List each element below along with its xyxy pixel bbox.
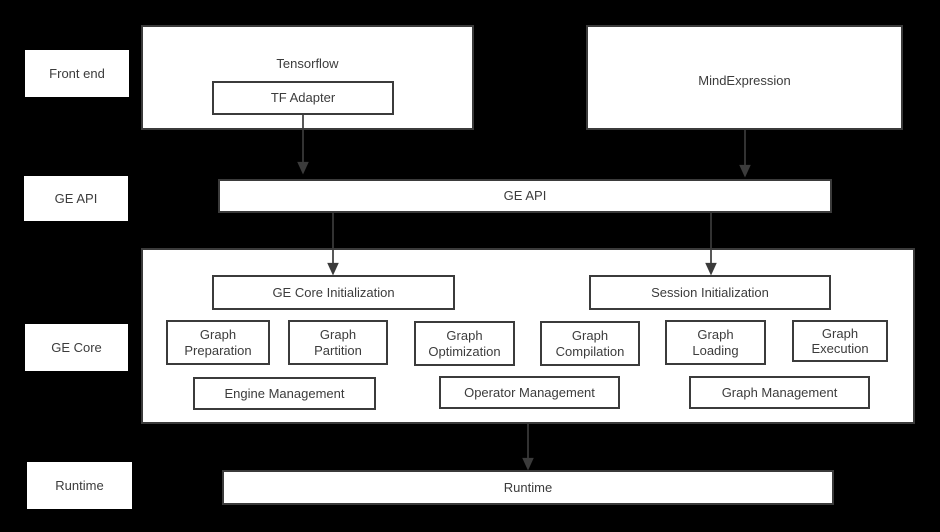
operator-management-box[interactable]: Operator Management — [439, 376, 620, 409]
runtime-bar[interactable]: Runtime — [222, 470, 834, 505]
graph-compilation-box[interactable]: Graph Compilation — [540, 321, 640, 366]
ge-core-initialization-box[interactable]: GE Core Initialization — [212, 275, 455, 310]
ge-core-initialization-label: GE Core Initialization — [272, 284, 395, 300]
tier-label-ge-api: GE API — [24, 176, 128, 221]
graph-optimization-label: Graph Optimization — [428, 328, 501, 359]
graph-partition-box[interactable]: Graph Partition — [288, 320, 388, 365]
graph-management-box[interactable]: Graph Management — [689, 376, 870, 409]
session-initialization-label: Session Initialization — [651, 284, 769, 300]
engine-management-box[interactable]: Engine Management — [193, 377, 376, 410]
graph-preparation-label: Graph Preparation — [184, 327, 252, 358]
tf-adapter-label: TF Adapter — [270, 90, 336, 106]
tensorflow-panel-title: Tensorflow — [276, 56, 339, 71]
graph-optimization-box[interactable]: Graph Optimization — [414, 321, 515, 366]
mindexpression-panel: MindExpression — [586, 25, 903, 130]
ge-api-bar-label: GE API — [503, 188, 547, 204]
session-initialization-box[interactable]: Session Initialization — [589, 275, 831, 310]
graph-partition-label: Graph Partition — [314, 327, 362, 358]
tier-label-ge-core-text: GE Core — [51, 340, 102, 355]
tf-adapter-box[interactable]: TF Adapter — [212, 81, 394, 115]
graph-execution-box[interactable]: Graph Execution — [792, 320, 888, 362]
tier-label-front-end: Front end — [25, 50, 129, 97]
tier-label-front-end-text: Front end — [49, 66, 105, 81]
engine-management-label: Engine Management — [224, 385, 345, 401]
tier-label-ge-core: GE Core — [25, 324, 128, 371]
graph-preparation-box[interactable]: Graph Preparation — [166, 320, 270, 365]
mindexpression-panel-title: MindExpression — [698, 73, 791, 88]
tier-label-ge-api-text: GE API — [54, 191, 98, 206]
runtime-bar-label: Runtime — [503, 479, 553, 495]
graph-compilation-label: Graph Compilation — [555, 328, 625, 359]
tier-label-runtime-text: Runtime — [55, 478, 104, 493]
ge-api-bar[interactable]: GE API — [218, 179, 832, 213]
operator-management-label: Operator Management — [464, 384, 595, 400]
graph-loading-label: Graph Loading — [692, 327, 739, 358]
graph-management-label: Graph Management — [721, 384, 838, 400]
tier-label-runtime: Runtime — [27, 462, 132, 509]
graph-loading-box[interactable]: Graph Loading — [665, 320, 766, 365]
graph-execution-label: Graph Execution — [811, 325, 869, 356]
